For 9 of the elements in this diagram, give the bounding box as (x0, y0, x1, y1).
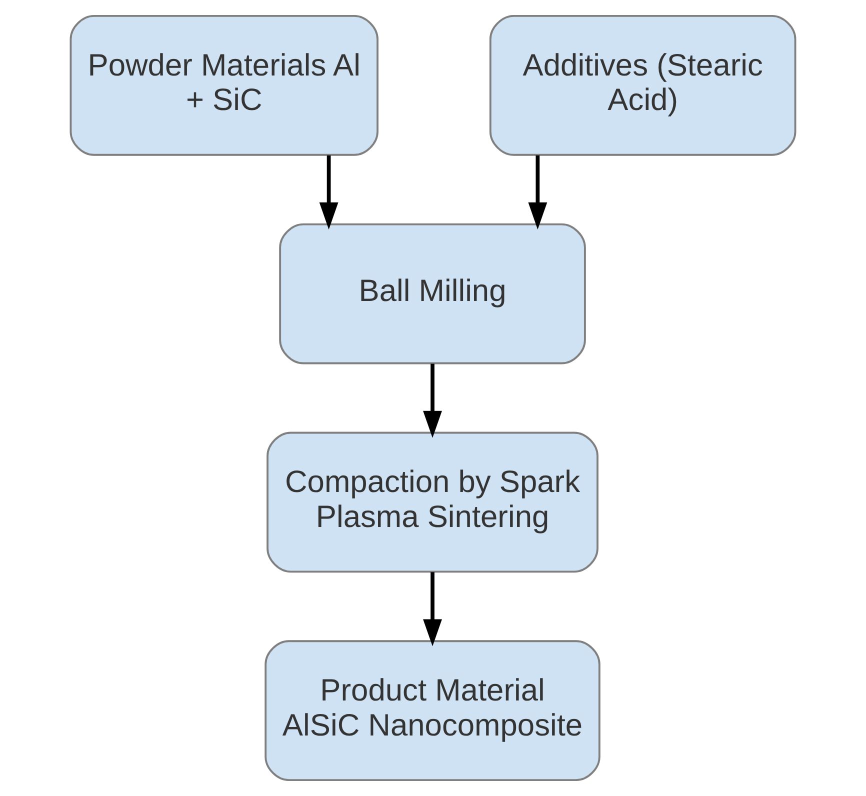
arrow (319, 155, 338, 230)
arrow (528, 155, 548, 230)
node-box: Product Material AlSiC Nanocomposite (264, 640, 600, 782)
arrow (423, 572, 442, 646)
node-box: Powder Materials Al + SiC (70, 14, 378, 156)
arrow (423, 364, 442, 438)
node-box: Additives (Stearic Acid) (489, 14, 796, 156)
node-box: Compaction by Spark Plasma Sintering (266, 432, 598, 573)
node-box: Ball Milling (279, 223, 586, 364)
